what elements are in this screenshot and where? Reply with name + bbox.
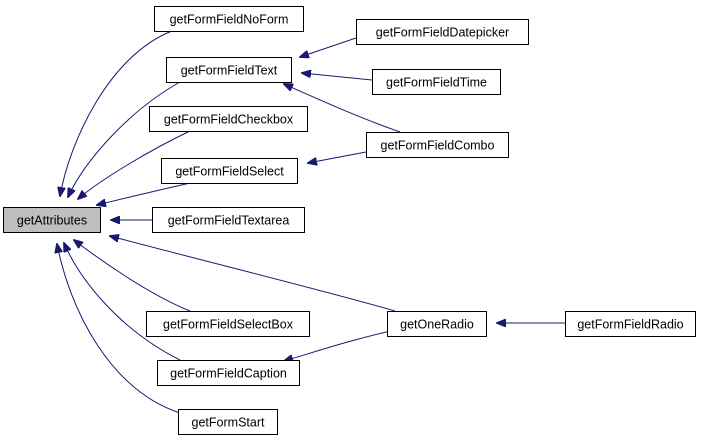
node-box xyxy=(152,207,305,233)
node-getFormFieldCheckbox[interactable]: getFormFieldCheckbox xyxy=(149,106,308,132)
edge-getFormStart-to-getAttributes xyxy=(57,244,181,414)
node-box xyxy=(161,158,298,184)
node-label: getFormFieldCaption xyxy=(170,367,287,381)
node-getFormFieldTime[interactable]: getFormFieldTime xyxy=(372,69,501,95)
node-getFormFieldRadio[interactable]: getFormFieldRadio xyxy=(565,311,696,337)
edge-getFormFieldSelect-to-getAttributes xyxy=(97,182,191,205)
edge-getFormFieldText-to-getAttributes xyxy=(68,81,181,197)
edge-getOneRadio-to-getFormFieldCaption xyxy=(284,329,396,361)
node-getFormFieldSelect[interactable]: getFormFieldSelect xyxy=(161,158,298,184)
node-label: getFormFieldSelectBox xyxy=(163,318,294,332)
edge-getFormFieldCombo-to-getFormFieldSelect xyxy=(308,151,367,163)
node-label: getFormStart xyxy=(192,416,265,430)
node-box xyxy=(3,207,101,233)
node-getFormFieldCombo[interactable]: getFormFieldCombo xyxy=(366,132,509,158)
edge-getOneRadio-to-getAttributes xyxy=(110,236,396,312)
node-box xyxy=(178,409,278,435)
edge-getFormFieldCheckbox-to-getAttributes xyxy=(78,130,191,199)
node-box xyxy=(146,311,310,337)
node-label: getFormFieldSelect xyxy=(175,165,284,179)
node-box xyxy=(372,69,501,95)
node-getFormFieldTextarea[interactable]: getFormFieldTextarea xyxy=(152,207,305,233)
node-getFormFieldSelectBox[interactable]: getFormFieldSelectBox xyxy=(146,311,310,337)
edge-getFormFieldSelectBox-to-getAttributes xyxy=(74,240,191,312)
node-getFormFieldText[interactable]: getFormFieldText xyxy=(166,57,292,83)
node-label: getFormFieldRadio xyxy=(577,318,683,332)
node-getFormStart[interactable]: getFormStart xyxy=(178,409,278,435)
node-label: getFormFieldCombo xyxy=(381,139,495,153)
node-label: getFormFieldTime xyxy=(386,76,487,90)
edge-getFormFieldDatepicker-to-getFormFieldText xyxy=(300,37,357,57)
node-getFormFieldCaption[interactable]: getFormFieldCaption xyxy=(157,360,300,386)
node-getOneRadio[interactable]: getOneRadio xyxy=(387,311,487,337)
edge-getFormFieldCaption-to-getAttributes xyxy=(64,243,181,361)
node-getFormFieldDatepicker[interactable]: getFormFieldDatepicker xyxy=(356,19,529,45)
node-label: getFormFieldTextarea xyxy=(168,214,290,228)
node-getAttributes[interactable]: getAttributes xyxy=(3,207,101,233)
edges-layer xyxy=(57,30,565,414)
node-getFormFieldNoForm[interactable]: getFormFieldNoForm xyxy=(154,6,304,32)
node-label: getOneRadio xyxy=(400,318,474,332)
node-label: getFormFieldNoForm xyxy=(170,13,289,27)
edge-getFormFieldTime-to-getFormFieldText xyxy=(302,73,373,81)
edge-getFormFieldCombo-to-getFormFieldText xyxy=(284,84,401,133)
node-box xyxy=(149,106,308,132)
node-box xyxy=(356,19,529,45)
node-box xyxy=(157,360,300,386)
nodes-layer: getAttributes getFormFieldNoForm getFormFi… xyxy=(3,6,696,435)
node-box xyxy=(154,6,304,32)
node-box xyxy=(366,132,509,158)
node-label: getFormFieldDatepicker xyxy=(376,26,509,40)
node-label: getFormFieldCheckbox xyxy=(164,113,294,127)
node-label: getFormFieldText xyxy=(181,64,278,78)
node-box xyxy=(565,311,696,337)
node-box xyxy=(387,311,487,337)
node-box xyxy=(166,57,292,83)
node-label: getAttributes xyxy=(17,214,87,228)
edge-getFormFieldNoForm-to-getAttributes xyxy=(60,30,173,196)
